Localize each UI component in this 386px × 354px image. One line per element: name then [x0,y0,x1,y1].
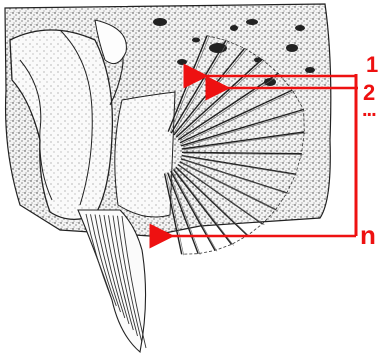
label-ray-n: n [360,220,376,250]
label-ellipsis: ... [362,99,376,121]
fin-base [115,92,175,217]
pelvic-fin-outline [78,210,146,352]
label-ray-1: 1 [366,52,378,77]
